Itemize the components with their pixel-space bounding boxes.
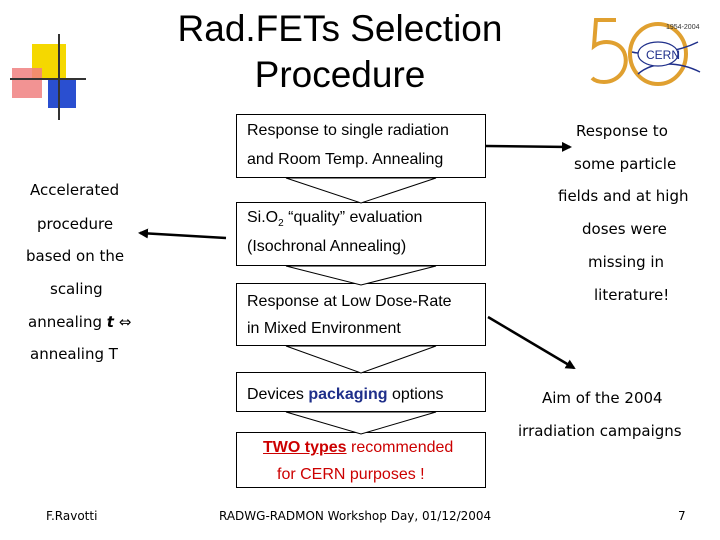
decor-pink-square — [12, 68, 42, 98]
title-line-2: Procedure — [254, 54, 426, 95]
packaging-highlight: packaging — [308, 386, 388, 403]
decor-horizontal-line — [10, 78, 86, 80]
annealing-t-prefix: annealing — [28, 313, 107, 331]
chevron-down-icon — [285, 265, 437, 286]
sio2-quality-text: “quality” evaluation — [283, 209, 423, 226]
left-scaling: scaling — [50, 280, 103, 298]
logo-years: 1954-2004 — [666, 24, 700, 31]
box-sio2-quality: Si.O2 “quality” evaluation (Isochronal A… — [236, 202, 486, 266]
box-packaging-line: Devices packaging options — [247, 386, 485, 404]
chevron-down-icon — [285, 177, 437, 204]
sio2-subscript: 2 — [278, 218, 284, 230]
decor-squares — [10, 30, 90, 120]
arrow-down-right-icon — [487, 315, 576, 370]
box-single-radiation-line1: Response to single radiation — [247, 122, 449, 139]
arrow-left-icon — [138, 228, 227, 240]
two-types-underlined: TWO types — [263, 439, 347, 456]
title-line-1: Rad.FETs Selection — [177, 8, 503, 49]
arrow-right-icon — [485, 141, 572, 152]
right-line5: missing in — [588, 253, 665, 271]
left-based-on: based on the — [26, 247, 125, 265]
right-line4: doses were — [582, 220, 667, 238]
box-low-dose-rate: Response at Low Dose-Rate in Mixed Envir… — [236, 283, 486, 346]
decor-vertical-line — [58, 34, 60, 120]
left-annealing-T: annealing T — [30, 345, 118, 363]
right-line2: some particle — [574, 155, 677, 173]
left-accelerated: Accelerated — [30, 181, 120, 199]
box-sio2-line1: Si.O2 “quality” evaluation — [247, 209, 485, 229]
right-line1: Response to — [576, 122, 668, 140]
box-two-types: TWO types recommended for CERN purposes … — [236, 432, 486, 488]
right-aim-line2: irradiation campaigns — [518, 422, 682, 440]
chevron-down-icon — [285, 345, 437, 374]
box-sio2-line2: (Isochronal Annealing) — [247, 238, 407, 256]
box-single-radiation-line2: and Room Temp. Annealing — [247, 151, 444, 168]
footer-author: F.Ravotti — [46, 509, 98, 523]
box-low-dose-line2: in Mixed Environment — [247, 320, 401, 337]
box-low-dose-line1: Response at Low Dose-Rate — [247, 293, 452, 310]
right-line6: literature! — [594, 286, 670, 304]
sio2-formula: Si.O — [247, 209, 279, 226]
chevron-down-icon — [285, 411, 437, 435]
logo-name: CERN — [646, 48, 681, 62]
equiv-icon: ⇔ — [113, 313, 132, 331]
right-aim-line1: Aim of the 2004 — [542, 389, 663, 407]
footer-page-number: 7 — [678, 509, 686, 523]
box-two-types-line1: TWO types recommended — [247, 439, 485, 457]
two-types-after: recommended — [346, 439, 454, 456]
decor-blue-square — [48, 80, 76, 108]
left-annealing-t: annealing t ⇔ — [28, 313, 131, 331]
box-two-types-line2: for CERN purposes ! — [277, 466, 425, 483]
footer-event: RADWG-RADMON Workshop Day, 01/12/2004 — [219, 509, 492, 523]
box-packaging: Devices packaging options — [236, 372, 486, 412]
left-procedure: procedure — [37, 215, 114, 233]
cern-50-logo: 1954-2004 CERN — [588, 12, 710, 90]
annealing-t-var: t — [106, 313, 114, 331]
right-line3: fields and at high — [558, 187, 689, 205]
cern-50-logo-graphic — [590, 18, 701, 86]
page-title: Rad.FETs Selection Procedure — [150, 6, 530, 98]
packaging-after: options — [387, 386, 444, 403]
packaging-before: Devices — [247, 386, 309, 403]
